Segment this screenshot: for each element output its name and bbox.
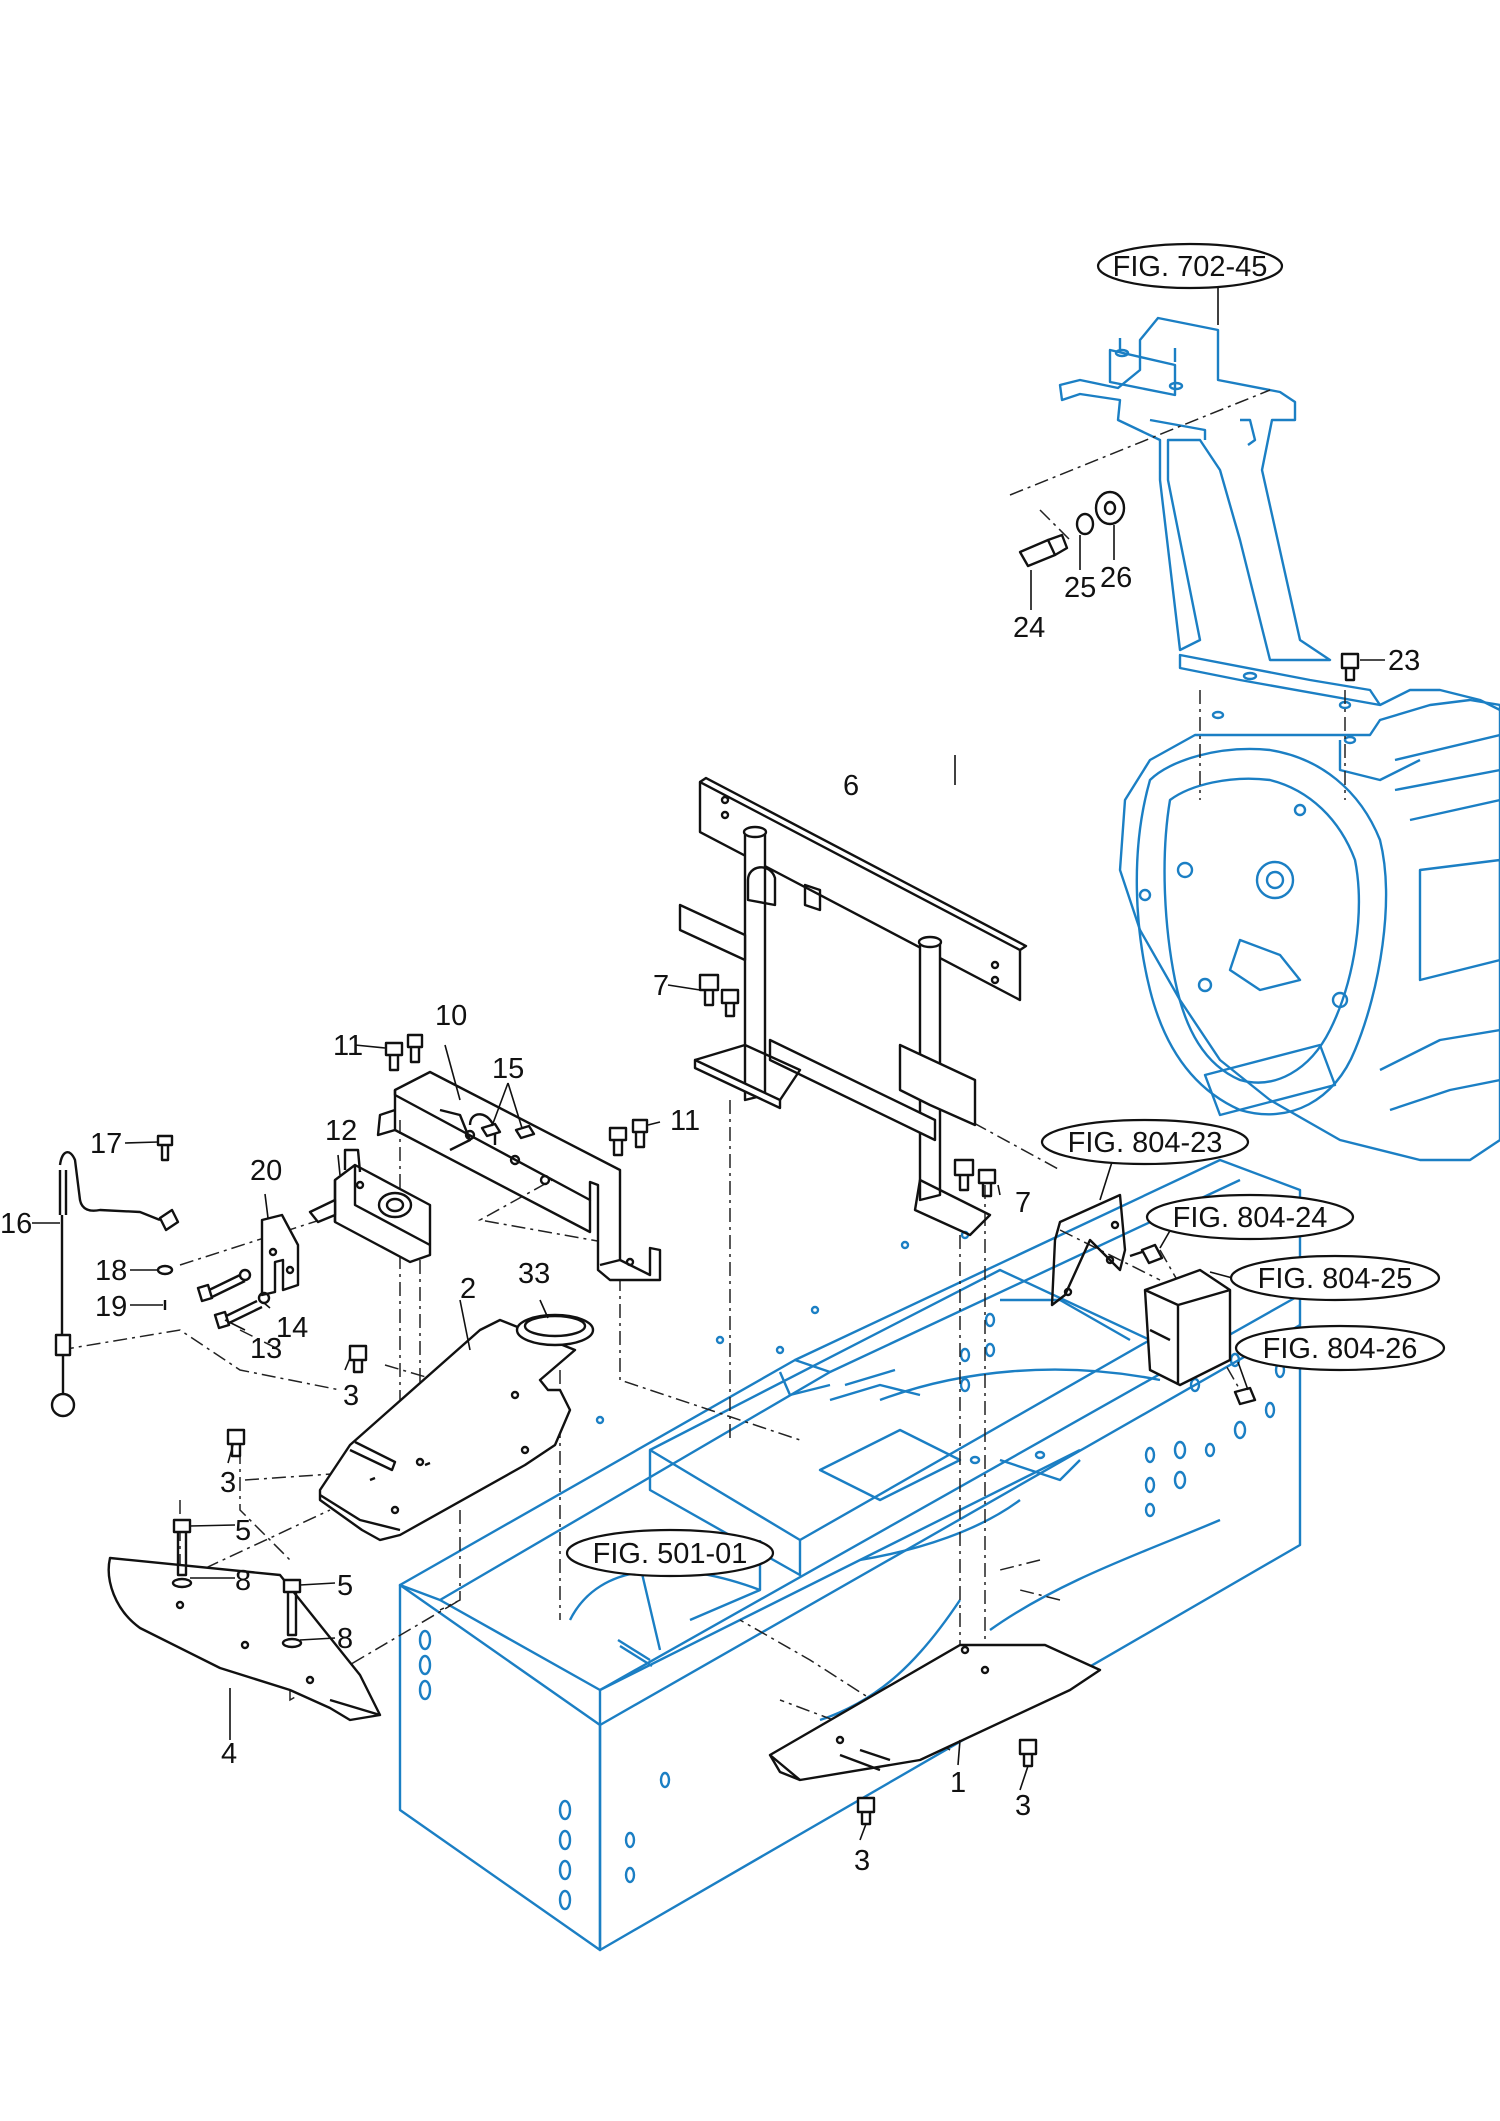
fig-702-45-oval <box>1096 242 1284 290</box>
label-part-14: 14 <box>276 1312 308 1344</box>
part-13-14-bolts-nuts <box>196 1268 271 1330</box>
fig-804-26-label: FIG. 804-26 <box>1263 1333 1418 1365</box>
label-part-16: 16 <box>0 1208 32 1240</box>
part-16-dipstick <box>50 1151 180 1418</box>
label-part-4: 4 <box>221 1738 237 1770</box>
fig-804-26-oval <box>1234 1324 1446 1372</box>
part-20-plate <box>260 1213 300 1297</box>
part-6-support-frame <box>678 776 1028 1237</box>
label-part-7-a: 7 <box>653 970 669 1002</box>
label-part-25: 25 <box>1064 572 1096 604</box>
part-12-sensor-bracket <box>308 1148 432 1264</box>
part-15-nuts <box>480 1122 536 1140</box>
label-part-33: 33 <box>518 1258 550 1290</box>
part-5-8-bolts-washers <box>171 1518 303 1649</box>
transmission-housing-context <box>1058 316 1500 1162</box>
fig-702-45-label: FIG. 702-45 <box>1113 251 1268 283</box>
part-804-25-box-context <box>1143 1268 1232 1387</box>
fig-804-23-oval <box>1040 1118 1250 1166</box>
label-part-18: 18 <box>95 1255 127 1287</box>
label-part-3-a: 3 <box>343 1380 359 1412</box>
label-part-26: 26 <box>1100 562 1132 594</box>
label-part-3-d: 3 <box>854 1845 870 1877</box>
part-17-18-19-small <box>156 1134 174 1310</box>
part-804-24-context <box>1129 1243 1164 1265</box>
fig-501-01-oval <box>565 1528 775 1578</box>
label-part-12: 12 <box>325 1115 357 1147</box>
part-804-26-context <box>1233 1386 1257 1406</box>
label-part-6: 6 <box>843 770 859 802</box>
label-part-1: 1 <box>950 1767 966 1799</box>
label-part-8-b: 8 <box>337 1623 353 1655</box>
label-part-11-b: 11 <box>670 1105 700 1137</box>
fig-501-01-label: FIG. 501-01 <box>593 1538 748 1570</box>
label-part-19: 19 <box>95 1291 127 1323</box>
fig-804-25-oval <box>1229 1254 1441 1302</box>
label-part-11-a: 11 <box>333 1030 363 1062</box>
label-part-23: 23 <box>1388 645 1420 677</box>
part-3-bolts <box>226 1344 1038 1826</box>
label-part-5-b: 5 <box>337 1570 353 1602</box>
fig-804-23-label: FIG. 804-23 <box>1068 1127 1223 1159</box>
part-10-bracket <box>376 1070 662 1282</box>
part-4-plate <box>107 1556 382 1722</box>
label-part-20: 20 <box>250 1155 282 1187</box>
label-part-5-a: 5 <box>235 1515 251 1547</box>
bracket-804-23-context <box>1050 1193 1127 1307</box>
figure-reference-labels: FIG. 702-45 FIG. 804-23 FIG. 804-24 FIG.… <box>565 242 1446 1578</box>
label-part-13: 13 <box>250 1333 282 1365</box>
label-part-2: 2 <box>460 1273 476 1305</box>
fig-804-24-oval <box>1145 1193 1355 1241</box>
part-24-25-26-bolt-washers <box>1018 490 1126 568</box>
fig-804-24-label: FIG. 804-24 <box>1173 1202 1328 1234</box>
label-part-7-b: 7 <box>1015 1187 1031 1219</box>
label-part-3-c: 3 <box>1015 1790 1031 1822</box>
part-11-bolts <box>384 1033 649 1157</box>
label-part-17: 17 <box>90 1128 122 1160</box>
main-frame-context <box>398 1158 1302 1952</box>
part-1-plate <box>768 1643 1102 1782</box>
label-part-10: 10 <box>435 1000 467 1032</box>
label-part-15: 15 <box>492 1053 524 1085</box>
part-33-grommet <box>515 1313 595 1347</box>
label-part-24: 24 <box>1013 612 1045 644</box>
label-part-8-a: 8 <box>235 1565 251 1597</box>
part-number-labels: 6 7 7 10 11 11 15 12 20 17 16 18 19 14 1… <box>0 562 1420 1877</box>
label-part-3-b: 3 <box>220 1467 236 1499</box>
part-23-bolt <box>1340 652 1360 682</box>
part-7-bolts <box>698 973 997 1198</box>
fig-804-25-label: FIG. 804-25 <box>1258 1263 1413 1295</box>
